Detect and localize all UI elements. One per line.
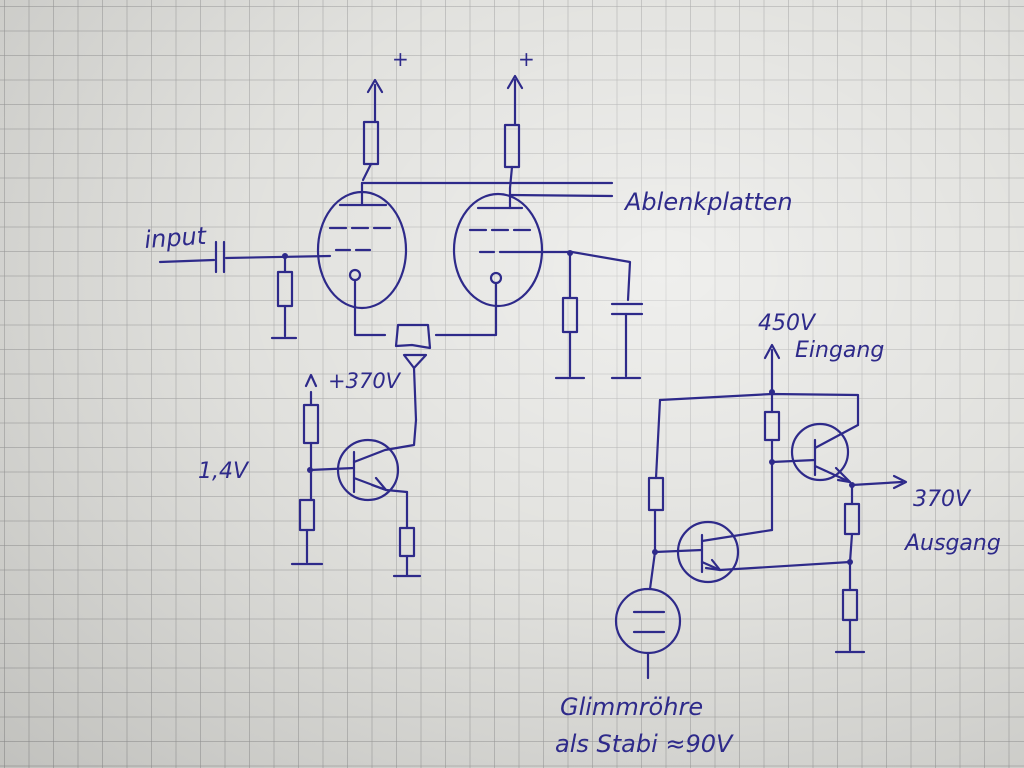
label-glimmroehre: Glimmröhre	[560, 693, 703, 721]
label-ausgang: Ausgang	[903, 531, 1001, 556]
voltage-regulator-circuit	[614, 343, 908, 680]
handwritten-labels: input + + Ablenkplatten +370V 1,4V 450V …	[143, 47, 1000, 758]
deflection-plate-line-bottom	[508, 193, 614, 198]
label-bias-1-4v: 1,4V	[198, 459, 250, 484]
deflection-amplifier-circuit	[158, 74, 644, 578]
label-eingang: Eingang	[795, 338, 884, 363]
input-network	[158, 240, 332, 340]
transistor-current-sink	[290, 373, 422, 578]
tube-right	[434, 186, 574, 337]
label-plus-right: +	[518, 47, 535, 71]
tube-left	[316, 181, 408, 337]
grid-decoupling-right	[554, 250, 644, 380]
anode-supply-left	[361, 78, 384, 182]
label-ablenkplatten: Ablenkplatten	[623, 188, 793, 216]
label-plus-left: +	[392, 47, 409, 71]
label-370v-output: 370V	[913, 487, 972, 512]
label-input: input	[143, 222, 208, 254]
label-plus-370v: +370V	[328, 369, 402, 393]
cathode-current-source	[394, 323, 432, 422]
anode-supply-right	[503, 74, 524, 190]
label-als-stabi: als Stabi ≈90V	[555, 730, 734, 758]
label-450v: 450V	[758, 311, 817, 336]
